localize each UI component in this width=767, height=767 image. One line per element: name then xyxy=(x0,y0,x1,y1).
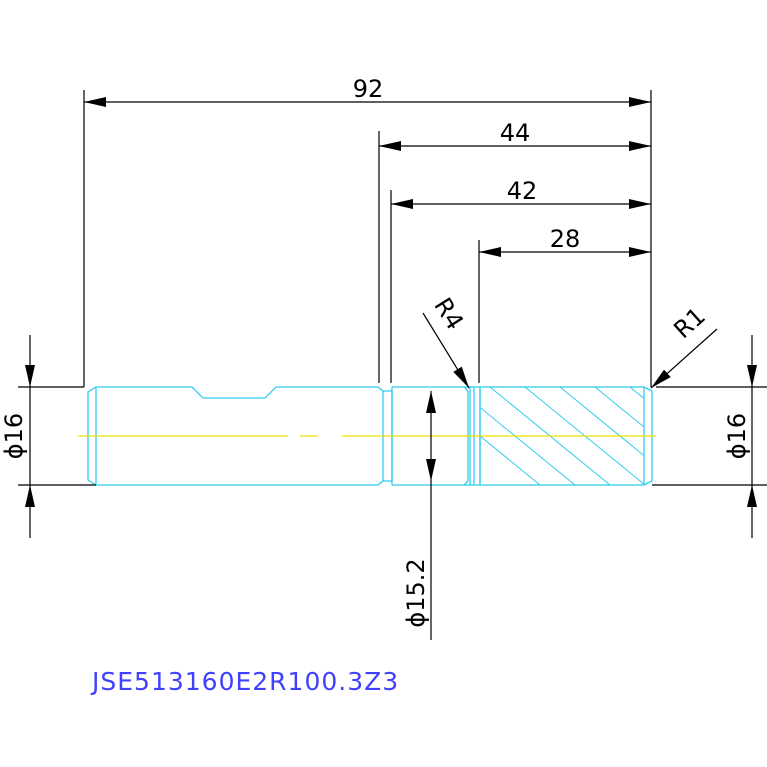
dim-diameter-left: ϕ16 xyxy=(0,413,28,459)
dim-length-44: 44 xyxy=(500,119,531,147)
part-number-label: JSE513160E2R100.3Z3 xyxy=(90,667,399,696)
dim-length-42: 42 xyxy=(507,177,538,205)
dimension-lines xyxy=(18,90,767,640)
dim-length-28: 28 xyxy=(550,225,581,253)
dim-diameter-groove: ϕ15.2 xyxy=(402,558,430,627)
dim-overall-length: 92 xyxy=(353,75,384,103)
dim-radius-r1: R1 xyxy=(668,302,710,344)
dim-radius-r4: R4 xyxy=(428,293,469,335)
dim-diameter-right: ϕ16 xyxy=(723,413,751,459)
